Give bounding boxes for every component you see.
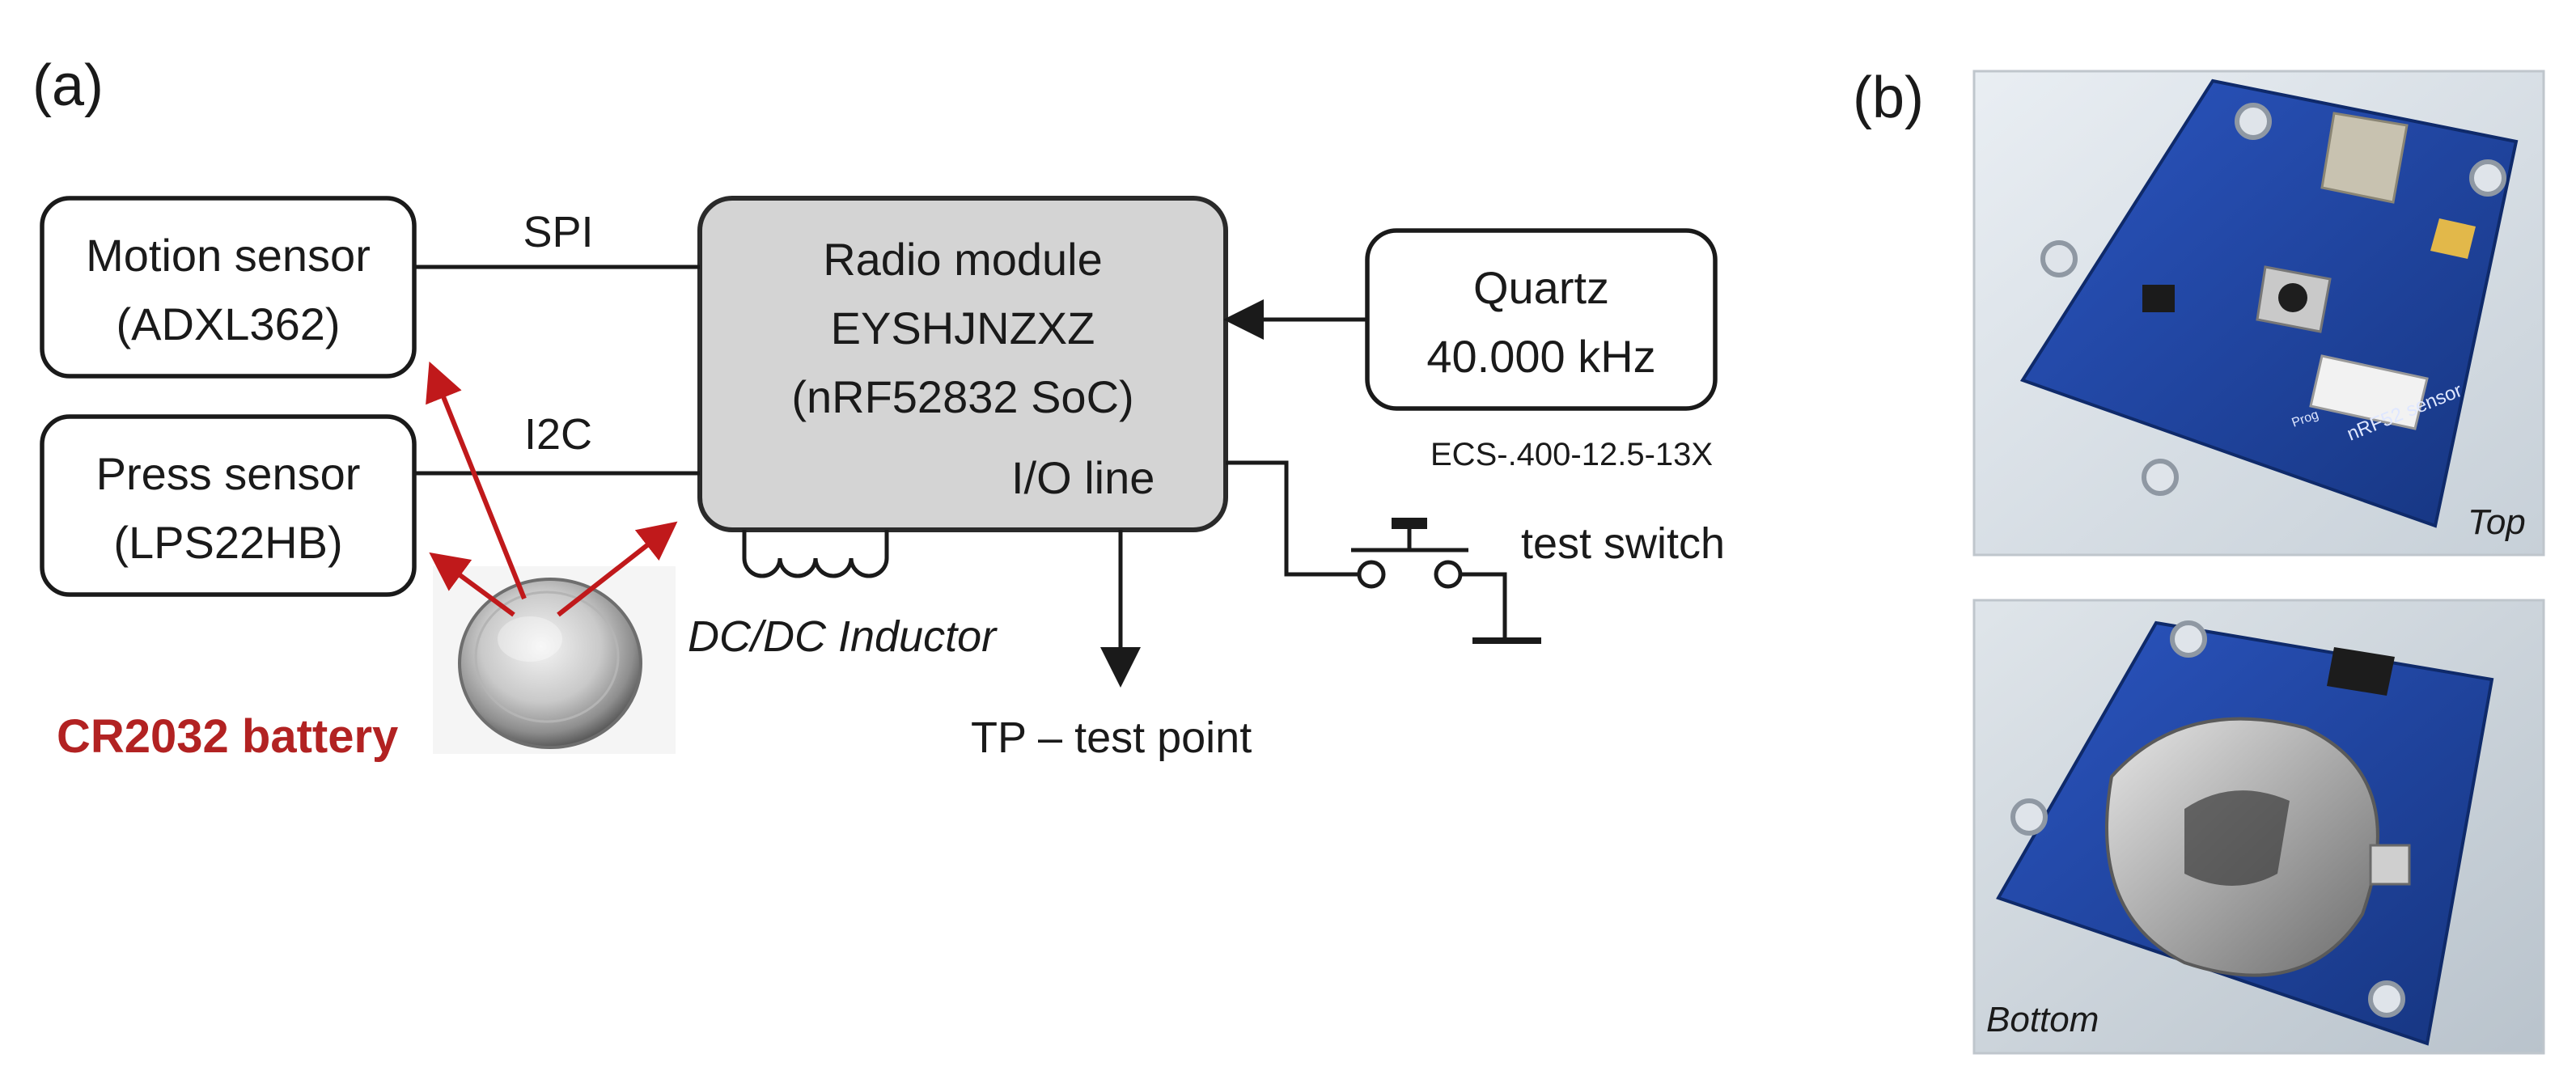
quartz-label: Quartz <box>1473 262 1609 313</box>
panel-a-letter: (a) <box>32 53 104 118</box>
press-sensor-block: Press sensor (LPS22HB) <box>40 414 417 597</box>
battery-to-press-arrow <box>429 552 515 617</box>
battery-to-motion-arrow <box>426 361 527 600</box>
press-sensor-part: (LPS22HB) <box>113 517 342 568</box>
radio-module-id: EYSHJNZXZ <box>831 303 1095 353</box>
radio-module-label: Radio module <box>823 234 1103 285</box>
quartz-part-number: ECS-.400-12.5-13X <box>1430 437 1713 472</box>
motion-sensor-part: (ADXL362) <box>116 298 340 349</box>
press-sensor-label: Press sensor <box>96 448 361 499</box>
motion-sensor-label: Motion sensor <box>86 230 371 281</box>
quartz-block: Quartz 40.000 kHz <box>1365 228 1718 411</box>
coin-cell-battery-image <box>433 566 676 754</box>
board-top-photo: nRF52 sensor Prog Top <box>1972 70 2545 557</box>
quartz-frequency: 40.000 kHz <box>1426 331 1655 382</box>
i2c-label: I2C <box>524 410 592 459</box>
board-bottom-photo: Bottom <box>1972 599 2545 1055</box>
dcdc-inductor-label: DC/DC Inductor <box>688 612 998 661</box>
battery-label: CR2032 battery <box>57 710 398 763</box>
io-line-wire <box>1226 460 1359 577</box>
dcdc-inductor-symbol <box>742 530 889 578</box>
top-photo-caption: Top <box>2468 502 2526 542</box>
radio-module-soc: (nRF52832 SoC) <box>791 371 1133 422</box>
spi-label: SPI <box>523 208 593 256</box>
test-switch-label: test switch <box>1521 519 1725 568</box>
bottom-photo-caption: Bottom <box>1986 1000 2099 1039</box>
test-point-label: TP – test point <box>971 713 1252 762</box>
radio-module-block: Radio module EYSHJNZXZ (nRF52832 SoC) I/… <box>697 196 1228 532</box>
battery-to-radio-arrow <box>557 521 678 617</box>
motion-sensor-block: Motion sensor (ADXL362) <box>40 196 417 379</box>
test-switch-symbol <box>1351 518 1541 644</box>
panel-b-letter: (b) <box>1853 66 1924 130</box>
io-line-label: I/O line <box>1011 452 1155 503</box>
